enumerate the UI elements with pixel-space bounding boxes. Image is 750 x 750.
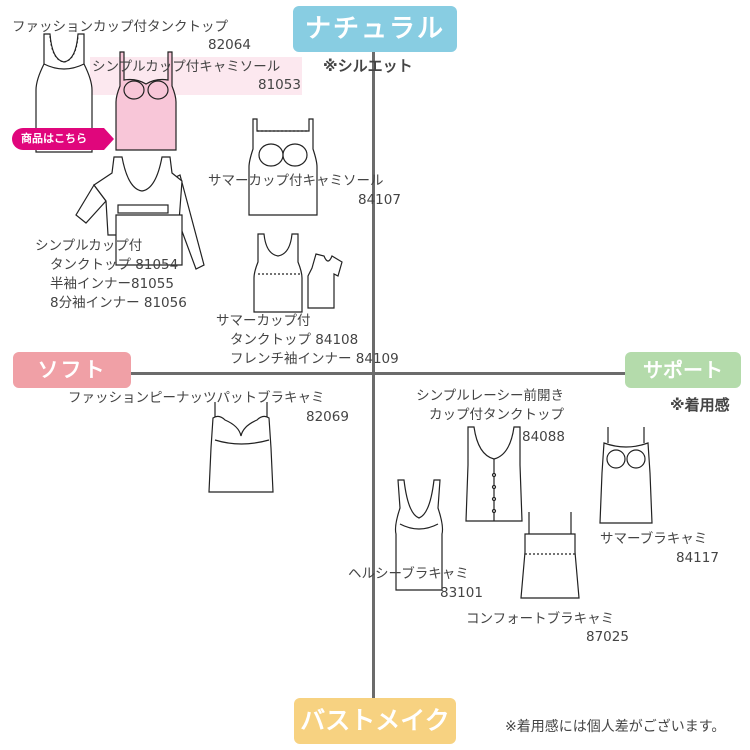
product-84088-code: 84088	[522, 429, 565, 445]
product-84117-name[interactable]: サマーブラキャミ	[600, 531, 708, 547]
garment-82064-illustration[interactable]	[30, 30, 100, 160]
product-81053-code: 81053	[258, 77, 301, 93]
product-84117-code: 84117	[676, 550, 719, 566]
garment-87025-illustration[interactable]	[515, 510, 585, 602]
product-81054-group-label[interactable]: シンプルカップ付 タンクトップ 81054 半袖インナー81055 8分袖インナ…	[35, 237, 187, 313]
product-81056-line: 8分袖インナー 81056	[50, 295, 187, 311]
product-84108-group-label[interactable]: サマーカップ付 タンクトップ 84108 フレンチ袖インナー 84109	[216, 312, 399, 369]
product-87025-name[interactable]: コンフォートブラキャミ	[466, 611, 615, 627]
axis-note-silhouette: ※シルエット	[323, 57, 413, 75]
axis-label-soft: ソフト	[13, 352, 131, 388]
axis-label-bust-make: バストメイク	[294, 698, 456, 744]
product-81053-name[interactable]: シンプルカップ付キャミソール	[92, 59, 281, 75]
product-82069-code: 82069	[306, 409, 349, 425]
product-82069-name[interactable]: ファッションピーナッツパットブラキャミ	[68, 390, 325, 406]
product-84107-name[interactable]: サマーカップ付キャミソール	[208, 173, 384, 189]
product-84108-line-1: サマーカップ付	[216, 313, 311, 329]
axis-label-natural: ナチュラル	[293, 6, 457, 52]
product-87025-code: 87025	[586, 629, 629, 645]
garment-81053-illustration[interactable]	[112, 50, 182, 154]
product-84088-line-2: カップ付タンクトップ	[429, 407, 564, 423]
product-84107-code: 84107	[358, 192, 401, 208]
garment-82069-illustration[interactable]	[205, 400, 280, 500]
product-82064-code: 82064	[208, 37, 251, 53]
product-81054-line-1: シンプルカップ付	[35, 238, 143, 254]
garment-81054-81056-illustration[interactable]	[72, 155, 212, 275]
product-84088-name[interactable]: シンプルレーシー前開き カップ付タンクトップ	[398, 387, 564, 425]
product-83101-code: 83101	[440, 585, 483, 601]
axis-note-wearing-feel: ※着用感	[670, 396, 730, 414]
product-83101-name[interactable]: ヘルシーブラキャミ	[348, 566, 469, 582]
product-84088-line-1: シンプルレーシー前開き	[416, 388, 564, 404]
garment-84108-84109-illustration[interactable]	[250, 232, 350, 314]
product-82064-name[interactable]: ファッションカップ付タンクトップ	[12, 19, 228, 35]
product-81055-line: 半袖インナー81055	[50, 276, 174, 292]
garment-84107-illustration[interactable]	[245, 117, 325, 217]
axis-label-support: サポート	[625, 352, 741, 388]
shop-button[interactable]: 商品はこちら	[12, 128, 114, 150]
product-81054-line-2: タンクトップ 81054	[50, 257, 179, 273]
footnote: ※着用感には個人差がございます。	[505, 719, 726, 735]
garment-84088-illustration[interactable]	[462, 425, 527, 525]
product-84108-line-2: タンクトップ 84108	[230, 332, 359, 348]
horizontal-axis	[110, 372, 645, 375]
product-84109-line: フレンチ袖インナー 84109	[230, 351, 399, 367]
garment-83101-illustration[interactable]	[388, 478, 450, 594]
garment-84117-illustration[interactable]	[596, 425, 656, 525]
vertical-axis	[372, 40, 375, 710]
